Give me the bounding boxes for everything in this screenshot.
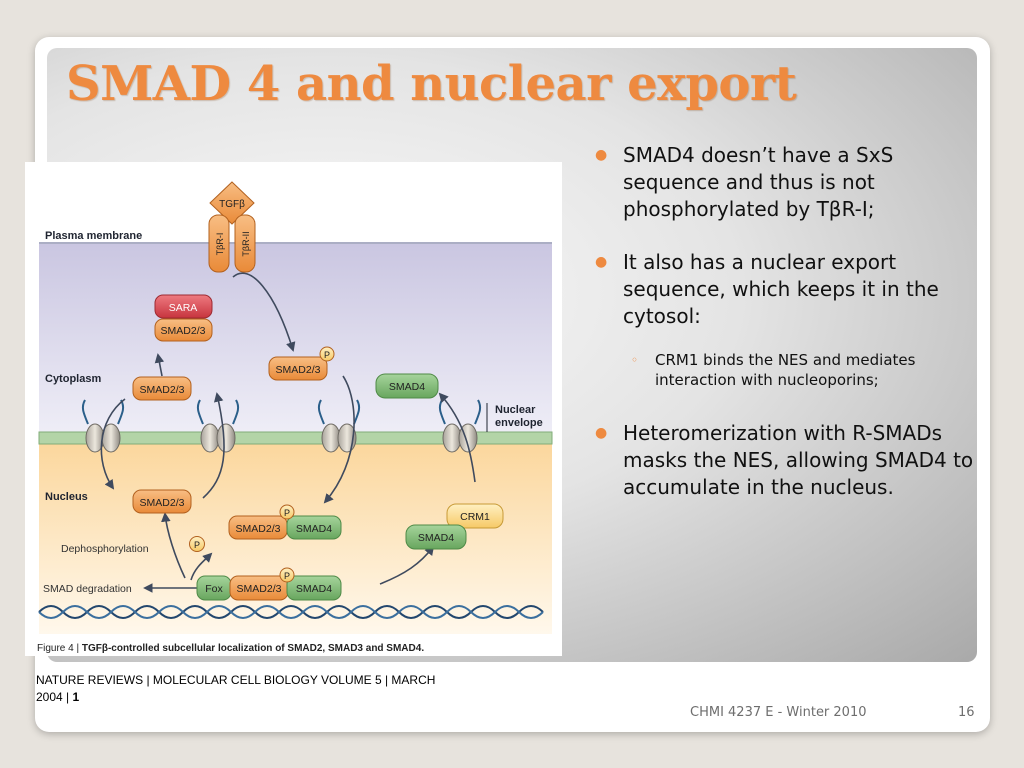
bullet-1-text: SMAD4 doesn’t have a SxS sequence and th… bbox=[623, 143, 894, 221]
smad23-label-6: SMAD2/3 bbox=[237, 583, 282, 595]
citation-line-1: NATURE REVIEWS | MOLECULAR CELL BIOLOGY … bbox=[36, 673, 436, 687]
bullet-1: ● SMAD4 doesn’t have a SxS sequence and t… bbox=[595, 142, 985, 223]
bullet-list: ● SMAD4 doesn’t have a SxS sequence and t… bbox=[595, 142, 985, 527]
nuclear-envelope-band bbox=[38, 431, 553, 445]
smad23-nucleus: SMAD2/3 bbox=[132, 489, 192, 514]
bullet-2: ● It also has a nuclear export sequence, … bbox=[595, 249, 985, 330]
label-nucleus: Nucleus bbox=[45, 491, 88, 503]
smad23-label-3: SMAD2/3 bbox=[276, 364, 321, 376]
bullet-dot-icon: ● bbox=[595, 254, 608, 270]
bullet-ring-icon: ◦ bbox=[631, 353, 639, 367]
fox-label: Fox bbox=[205, 583, 223, 595]
smad23-cytoplasm: SMAD2/3 bbox=[132, 376, 192, 401]
sara-label: SARA bbox=[169, 302, 198, 314]
citation-line-2: 2004 | 1 bbox=[36, 690, 80, 704]
pathway-arrows bbox=[100, 272, 476, 593]
bullet-dot-icon: ● bbox=[595, 147, 608, 163]
smad4-crm1-complex: CRM1 SMAD4 bbox=[405, 503, 504, 550]
sub-bullet-1-text: CRM1 binds the NES and mediates interact… bbox=[655, 351, 916, 389]
label-nuclear-envelope-1: Nuclear bbox=[495, 404, 536, 416]
smad4-cytoplasm: SMAD4 bbox=[375, 373, 439, 399]
smad-degradation-label: SMAD degradation bbox=[43, 583, 132, 595]
smad4-label-1: SMAD4 bbox=[389, 381, 425, 393]
sara-protein: SARA bbox=[154, 294, 213, 319]
receptor-2-label: TβR-II bbox=[241, 231, 251, 256]
footer-course: CHMI 4237 E - Winter 2010 bbox=[690, 705, 867, 720]
slide-number: 16 bbox=[958, 705, 975, 720]
nuclear-pore-2 bbox=[196, 399, 240, 453]
dna-helix bbox=[38, 605, 544, 619]
phospho-label-2: P bbox=[284, 508, 290, 518]
tgfb-label: TGFβ bbox=[219, 199, 245, 210]
bullet-3-text: Heteromerization with R-SMADs masks the … bbox=[623, 421, 974, 499]
smad23-with-sara: SMAD2/3 bbox=[154, 318, 213, 342]
signaling-figure: Plasma membrane Cytoplasm Nuclear envelo… bbox=[25, 162, 562, 656]
smad23-label-4: SMAD2/3 bbox=[140, 497, 185, 509]
citation: NATURE REVIEWS | MOLECULAR CELL BIOLOGY … bbox=[36, 672, 556, 706]
phospho-label-3: P bbox=[194, 540, 200, 550]
phospho-label-1: P bbox=[324, 350, 330, 360]
figure-caption: Figure 4 | TGFβ-controlled subcellular l… bbox=[37, 643, 424, 654]
cytoplasm-region bbox=[39, 244, 552, 436]
slide-title: SMAD 4 and nuclear export bbox=[66, 56, 797, 112]
receptor-tbr2: TβR-II bbox=[234, 214, 256, 273]
phospho-label-4: P bbox=[284, 571, 290, 581]
dephosphorylation-p: P bbox=[189, 536, 205, 552]
label-cytoplasm: Cytoplasm bbox=[45, 373, 101, 385]
smad23-smad4-complex: SMAD2/3 SMAD4 P bbox=[228, 504, 342, 540]
receptor-1-label: TβR-I bbox=[215, 233, 225, 256]
smad4-label-3: SMAD4 bbox=[418, 532, 454, 544]
nuclear-pore-1 bbox=[81, 399, 125, 453]
tgfb-ligand: TGFβ bbox=[209, 181, 255, 225]
bullet-dot-icon: ● bbox=[595, 425, 608, 441]
fox-smad-complex-on-dna: Fox SMAD2/3 SMAD4 P bbox=[196, 567, 342, 601]
bullet-3: ● Heteromerization with R-SMADs masks the… bbox=[595, 420, 985, 501]
crm1-label: CRM1 bbox=[460, 511, 490, 523]
smad4-label-2: SMAD4 bbox=[296, 523, 332, 535]
dephosphorylation-label: Dephosphorylation bbox=[61, 543, 149, 555]
smad4-label-4: SMAD4 bbox=[296, 583, 332, 595]
sub-bullet-1: ◦ CRM1 binds the NES and mediates interac… bbox=[595, 350, 985, 390]
label-nuclear-envelope-2: envelope bbox=[495, 417, 543, 429]
smad23-label-2: SMAD2/3 bbox=[140, 384, 185, 396]
label-plasma-membrane: Plasma membrane bbox=[45, 230, 142, 242]
smad23-label-5: SMAD2/3 bbox=[236, 523, 281, 535]
smad23-phosphorylated: SMAD2/3 P bbox=[268, 346, 335, 381]
receptor-tbr1: TβR-I bbox=[208, 214, 230, 273]
bullet-2-text: It also has a nuclear export sequence, w… bbox=[623, 250, 939, 328]
smad23-label-1: SMAD2/3 bbox=[161, 325, 206, 337]
